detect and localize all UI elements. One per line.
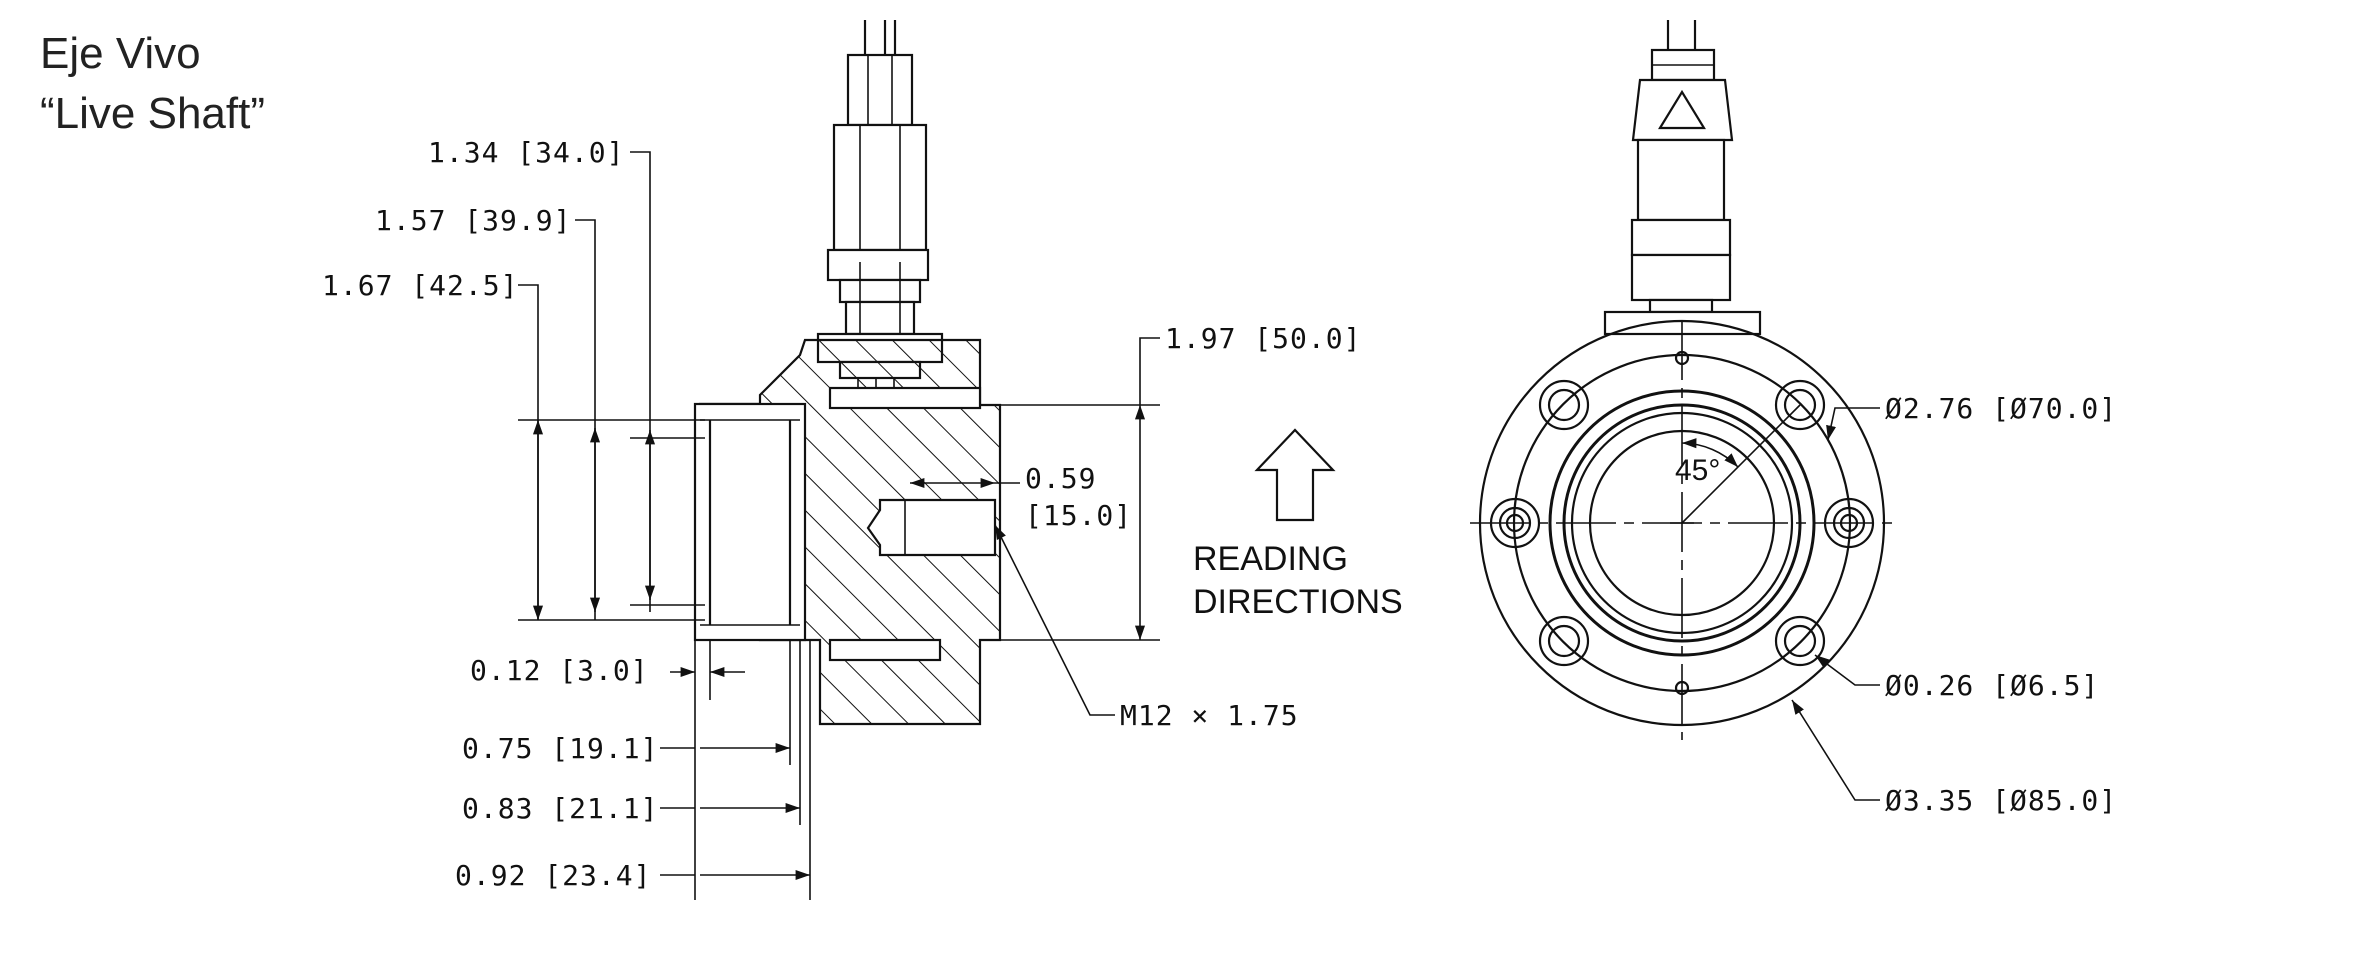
dim-0-75: 0.75 [19.1]	[462, 732, 790, 765]
dim-text-2-76: Ø2.76 [Ø70.0]	[1885, 392, 2117, 425]
side-flange	[693, 402, 807, 642]
reading-text-2: DIRECTIONS	[1193, 583, 1403, 621]
dim-diam-0-26: Ø0.26 [Ø6.5]	[1814, 654, 2099, 702]
angle-label: 45°	[1675, 454, 1720, 487]
dim-1-57: 1.57 [39.9]	[375, 204, 601, 620]
side-bore-top	[828, 386, 982, 410]
thread-callout: M12 × 1.75	[994, 524, 1299, 732]
dim-text-0-92: 0.92 [23.4]	[455, 859, 651, 892]
dim-0-92: 0.92 [23.4]	[455, 859, 810, 892]
thread-text: M12 × 1.75	[1120, 699, 1299, 732]
dim-0-12: 0.12 [3.0]	[470, 654, 745, 687]
front-view: 45° Ø2.76 [Ø70.0] Ø0.26 [Ø6.5] Ø3.35 [Ø8…	[1470, 20, 2117, 817]
dim-text-0-26: Ø0.26 [Ø6.5]	[1885, 669, 2099, 702]
dim-text-1-34: 1.34 [34.0]	[428, 136, 624, 169]
dim-text-0-59-b: [15.0]	[1025, 499, 1132, 532]
dim-diam-3-35: Ø3.35 [Ø85.0]	[1791, 699, 2117, 817]
side-view: 1.34 [34.0] 1.57 [39.9] 1.67 [42.5] 1.97…	[322, 20, 1403, 900]
side-bore-bottom	[828, 638, 942, 662]
bolt-holes	[1489, 379, 1875, 667]
dim-0-59: 0.59 [15.0]	[910, 462, 1132, 532]
dim-text-0-12: 0.12 [3.0]	[470, 654, 649, 687]
dim-text-0-83: 0.83 [21.1]	[462, 792, 658, 825]
dim-0-83: 0.83 [21.1]	[462, 792, 800, 825]
title-line-2: “Live Shaft”	[40, 89, 265, 138]
dim-diam-2-76: Ø2.76 [Ø70.0]	[1826, 392, 2117, 441]
dim-1-97: 1.97 [50.0]	[1000, 322, 1361, 641]
dim-text-3-35: Ø3.35 [Ø85.0]	[1885, 784, 2117, 817]
dim-1-67: 1.67 [42.5]	[322, 269, 705, 621]
side-cable	[832, 20, 928, 252]
dim-text-1-97: 1.97 [50.0]	[1165, 322, 1361, 355]
dim-1-34: 1.34 [34.0]	[428, 136, 705, 612]
title-line-1: Eje Vivo	[40, 29, 201, 78]
reading-direction-arrow-icon	[1254, 428, 1336, 522]
dim-text-1-57: 1.57 [39.9]	[375, 204, 571, 237]
dim-text-1-67: 1.67 [42.5]	[322, 269, 518, 302]
dim-text-0-75: 0.75 [19.1]	[462, 732, 658, 765]
reading-text-1: READING	[1193, 540, 1348, 578]
front-cable	[1603, 20, 1762, 336]
side-thread-hole	[866, 498, 997, 557]
dim-text-0-59-a: 0.59	[1025, 462, 1096, 495]
